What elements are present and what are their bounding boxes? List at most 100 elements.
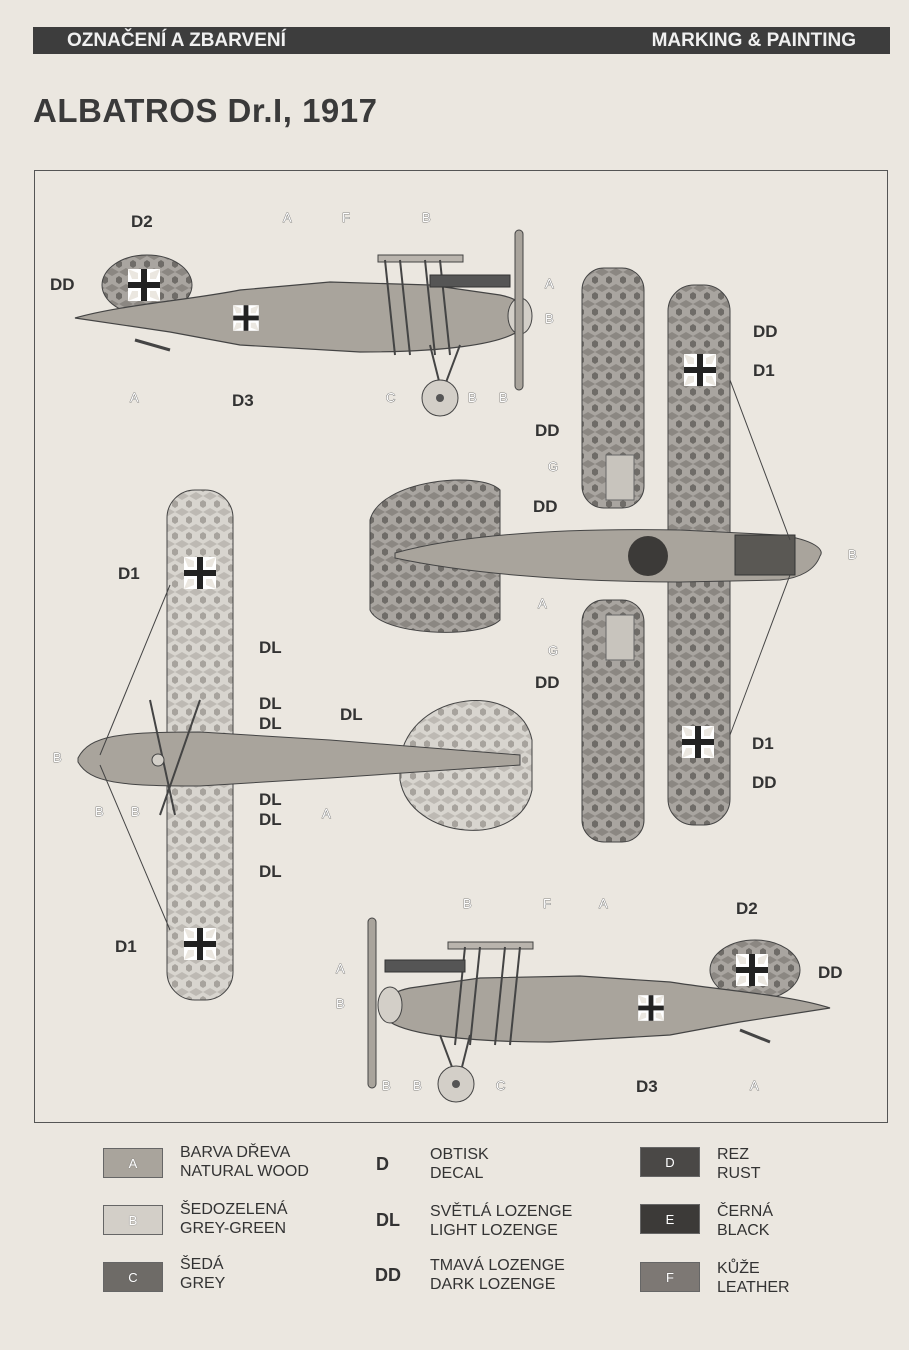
legend-en-b: GREY-GREEN bbox=[180, 1220, 287, 1237]
label-d2-side2: D2 bbox=[736, 899, 758, 918]
label-a-4: A bbox=[538, 596, 547, 611]
legend-text-dd: TMAVÁ LOZENGE DARK LOZENGE bbox=[430, 1256, 565, 1294]
label-a-8: A bbox=[750, 1078, 759, 1093]
legend-text-decal: OBTISK DECAL bbox=[430, 1145, 489, 1183]
label-c-1: C bbox=[386, 390, 395, 405]
label-a-7: A bbox=[336, 961, 345, 976]
label-d3-side: D3 bbox=[232, 391, 254, 410]
legend-en-decal: DECAL bbox=[430, 1165, 484, 1182]
legend-code-dl: DL bbox=[376, 1210, 400, 1230]
page-title: ALBATROS Dr.I, 1917 bbox=[33, 92, 378, 129]
label-b-2: B bbox=[545, 311, 554, 326]
legend-cz-b: ŠEDOZELENÁ bbox=[180, 1201, 288, 1218]
label-c-2: C bbox=[496, 1078, 505, 1093]
legend-swatch-d: D bbox=[640, 1147, 700, 1177]
label-b-8: B bbox=[131, 804, 140, 819]
legend-en-a: NATURAL WOOD bbox=[180, 1163, 309, 1180]
legend-en-dd: DARK LOZENGE bbox=[430, 1276, 556, 1293]
legend-code-e: E bbox=[665, 1211, 675, 1227]
header-right: MARKING & PAINTING bbox=[651, 30, 856, 51]
label-d1-r2: D1 bbox=[752, 734, 774, 753]
label-dl-6: DL bbox=[259, 810, 282, 829]
legend-text-dl: SVĚTLÁ LOZENGE LIGHT LOZENGE bbox=[430, 1202, 572, 1240]
label-a-5: A bbox=[322, 806, 331, 821]
legend-en-d: RUST bbox=[717, 1165, 761, 1182]
legend-en-e: BLACK bbox=[717, 1222, 770, 1239]
label-dd-r1: DD bbox=[753, 322, 778, 341]
label-f-1: F bbox=[342, 210, 350, 225]
label-dl-5: DL bbox=[259, 790, 282, 809]
label-a-6: A bbox=[599, 896, 608, 911]
label-b-6: B bbox=[53, 750, 62, 765]
label-dl-2: DL bbox=[259, 694, 282, 713]
legend-code-f: F bbox=[666, 1269, 674, 1285]
label-dd-r5: DD bbox=[752, 773, 777, 792]
legend-code-decal: D bbox=[376, 1154, 389, 1174]
legend-text-e: ČERNÁ BLACK bbox=[717, 1202, 773, 1240]
legend-cz-f: KŮŽE bbox=[717, 1260, 760, 1277]
label-dd-r4: DD bbox=[535, 673, 560, 692]
legend-swatch-b: B bbox=[103, 1205, 163, 1235]
legend-swatch-c: C bbox=[103, 1262, 163, 1292]
label-dd-r2: DD bbox=[535, 421, 560, 440]
label-b-11: B bbox=[382, 1078, 391, 1093]
label-dl-1: DL bbox=[259, 638, 282, 657]
label-d2-side: D2 bbox=[131, 212, 153, 231]
header-bar: OZNAČENÍ A ZBARVENÍ MARKING & PAINTING bbox=[33, 27, 890, 54]
legend-code-d: D bbox=[665, 1154, 675, 1170]
label-dd-side2: DD bbox=[818, 963, 843, 982]
label-a-1: A bbox=[283, 210, 292, 225]
label-dl-4: DL bbox=[340, 705, 363, 724]
label-g-1: G bbox=[548, 459, 558, 474]
label-dl-3: DL bbox=[259, 714, 282, 733]
label-d1-b2: D1 bbox=[115, 937, 137, 956]
label-b-5: B bbox=[848, 547, 857, 562]
label-d1-r1: D1 bbox=[753, 361, 775, 380]
legend-swatch-e: E bbox=[640, 1204, 700, 1234]
drawing-frame bbox=[34, 170, 888, 1123]
legend-cz-e: ČERNÁ bbox=[717, 1203, 774, 1220]
legend-cz-a: BARVA DŘEVA bbox=[180, 1144, 291, 1161]
top-view-right bbox=[369, 267, 822, 843]
label-a-2: A bbox=[545, 276, 554, 291]
legend-text-d: REZ RUST bbox=[717, 1145, 761, 1183]
legend-cz-dl: SVĚTLÁ LOZENGE bbox=[430, 1203, 573, 1220]
legend-swatch-a: A bbox=[103, 1148, 163, 1178]
label-dl-7: DL bbox=[259, 862, 282, 881]
legend-text-f: KŮŽE LEATHER bbox=[717, 1259, 790, 1297]
legend-code-dd: DD bbox=[375, 1265, 401, 1285]
label-b-9: B bbox=[463, 896, 472, 911]
label-d1-b1: D1 bbox=[118, 564, 140, 583]
label-b-7: B bbox=[95, 804, 104, 819]
side-view-left bbox=[74, 229, 533, 417]
label-f-2: F bbox=[543, 896, 551, 911]
legend-text-a: BARVA DŘEVA NATURAL WOOD bbox=[180, 1143, 309, 1181]
legend-swatch-f: F bbox=[640, 1262, 700, 1292]
legend-cz-d: REZ bbox=[717, 1146, 749, 1163]
header-left: OZNAČENÍ A ZBARVENÍ bbox=[67, 30, 286, 51]
legend-text-c: ŠEDÁ GREY bbox=[180, 1255, 225, 1293]
label-b-4: B bbox=[499, 390, 508, 405]
label-g-2: G bbox=[548, 643, 558, 658]
legend-code-c: C bbox=[128, 1269, 138, 1285]
legend-cz-decal: OBTISK bbox=[430, 1146, 489, 1163]
label-b-10: B bbox=[336, 996, 345, 1011]
bottom-view-left bbox=[77, 489, 533, 1001]
legend-cz-dd: TMAVÁ LOZENGE bbox=[430, 1257, 565, 1274]
label-b-1: B bbox=[422, 210, 431, 225]
label-dd-side: DD bbox=[50, 275, 75, 294]
side-view-right bbox=[367, 917, 831, 1103]
label-b-3: B bbox=[468, 390, 477, 405]
legend-code-b: B bbox=[128, 1212, 138, 1228]
legend-en-c: GREY bbox=[180, 1275, 226, 1292]
legend-cz-c: ŠEDÁ bbox=[180, 1256, 224, 1273]
label-d3-side2: D3 bbox=[636, 1077, 658, 1096]
legend-en-dl: LIGHT LOZENGE bbox=[430, 1222, 558, 1239]
label-dd-r3: DD bbox=[533, 497, 558, 516]
legend-text-b: ŠEDOZELENÁ GREY-GREEN bbox=[180, 1200, 288, 1238]
label-a-3: A bbox=[130, 390, 139, 405]
legend-en-f: LEATHER bbox=[717, 1279, 790, 1296]
label-b-12: B bbox=[413, 1078, 422, 1093]
legend-code-a: A bbox=[128, 1155, 138, 1171]
